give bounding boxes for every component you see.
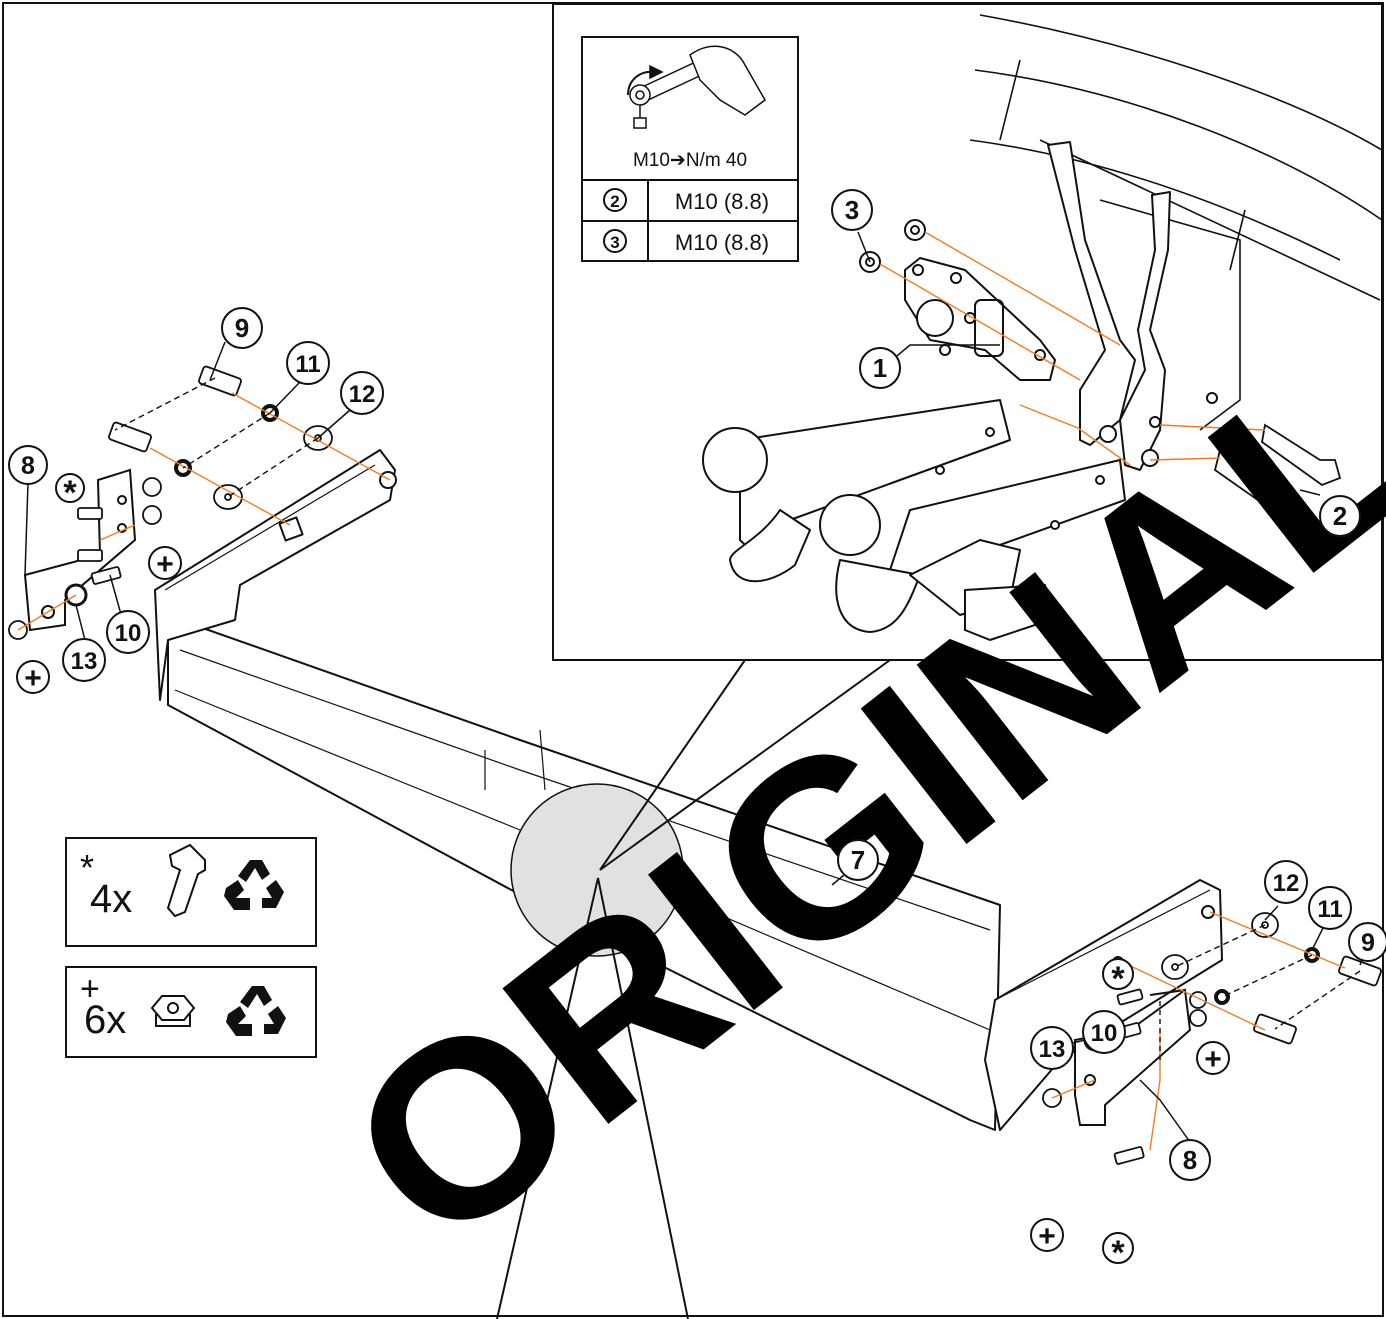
svg-text:13: 13: [71, 648, 98, 675]
wrench-hand-icon: [627, 45, 766, 129]
svg-text:12: 12: [1273, 870, 1300, 897]
torque-row-1-ref-circle: [603, 188, 627, 212]
torque-header: M10➔N/m 40: [633, 150, 747, 171]
legend-nuts-qty: 6x: [84, 998, 126, 1042]
torque-row-2-ref-circle: [603, 229, 627, 253]
marker-plus-left-lower: +: [16, 660, 50, 695]
svg-text:7: 7: [851, 845, 865, 875]
svg-text:12: 12: [349, 381, 376, 408]
callout-11-left: 11: [286, 341, 330, 385]
callout-13-left: 13: [62, 638, 106, 682]
svg-text:11: 11: [1317, 896, 1342, 923]
callout-8-right: 8: [1169, 1139, 1211, 1181]
svg-text:+: +: [1204, 1043, 1222, 1076]
bolt-icon: [166, 843, 206, 918]
callout-10-left: 10: [106, 610, 150, 654]
svg-text:*: *: [63, 474, 77, 512]
svg-text:1: 1: [873, 353, 887, 383]
callout-12-left: 12: [340, 371, 384, 415]
recycle-icon-2: [226, 986, 286, 1036]
legend-bolts: * 4x: [65, 837, 317, 947]
svg-text:13: 13: [1039, 1036, 1066, 1063]
svg-text:2: 2: [1333, 501, 1347, 531]
svg-text:8: 8: [1183, 1145, 1197, 1175]
callout-10-right: 10: [1082, 1010, 1126, 1054]
svg-text:+: +: [156, 548, 174, 581]
marker-asterisk-left: *: [55, 473, 85, 512]
callout-13-right: 13: [1030, 1026, 1074, 1070]
right-guide-lines: [1051, 911, 1361, 1151]
zoom-circle: [510, 783, 684, 957]
callout-7: 7: [837, 839, 879, 881]
torque-row-1-ref: 2: [610, 192, 619, 211]
callout-9-left: 9: [221, 307, 263, 349]
legend-bolts-mark: *: [80, 847, 94, 888]
svg-text:+: +: [24, 662, 42, 695]
svg-text:9: 9: [235, 313, 249, 343]
legend-nuts-mark: +: [80, 970, 100, 1008]
torque-spec-table: M10➔N/m 40 2 M10 (8.8) 3 M10 (8.8): [581, 36, 799, 262]
detail-inset: M10➔N/m 40 2 M10 (8.8) 3 M10 (8.8): [552, 3, 1383, 661]
torque-row-1-spec: M10 (8.8): [675, 189, 769, 214]
left-guide-lines: [17, 377, 391, 631]
svg-text:+: +: [1038, 1220, 1056, 1253]
callout-3: 3: [831, 189, 873, 231]
marker-plus-left-upper: +: [148, 546, 182, 581]
marker-asterisk-right-upper: *: [1102, 958, 1134, 998]
recycle-icon: [224, 860, 284, 910]
legend-nuts: + 6x: [65, 966, 317, 1058]
callout-11-right: 11: [1308, 886, 1352, 930]
callout-8-left: 8: [8, 445, 48, 485]
svg-text:10: 10: [1091, 1020, 1118, 1047]
svg-text:9: 9: [1361, 929, 1375, 957]
callout-12-right: 12: [1264, 860, 1308, 904]
svg-text:10: 10: [115, 620, 142, 647]
callout-1: 1: [859, 347, 901, 389]
callout-2: 2: [1319, 495, 1361, 537]
torque-row-2-spec: M10 (8.8): [675, 230, 769, 255]
left-bracket: [23, 468, 137, 632]
svg-text:11: 11: [295, 351, 320, 378]
left-fasteners: [8, 365, 333, 640]
torque-row-2-ref: 3: [610, 233, 619, 252]
nut-icon: [150, 995, 196, 1027]
legend-bolts-qty: 4x: [90, 877, 132, 921]
zoom-pointer-lines: [496, 659, 891, 1319]
marker-asterisk-right-lower: *: [1102, 1232, 1134, 1272]
svg-text:3: 3: [845, 195, 859, 225]
svg-text:*: *: [1111, 960, 1125, 998]
marker-plus-right-lower: +: [1030, 1218, 1064, 1253]
callout-9-right: 9: [1348, 922, 1386, 962]
marker-plus-right: +: [1196, 1041, 1230, 1076]
svg-text:8: 8: [21, 452, 35, 480]
svg-text:*: *: [1111, 1234, 1125, 1272]
